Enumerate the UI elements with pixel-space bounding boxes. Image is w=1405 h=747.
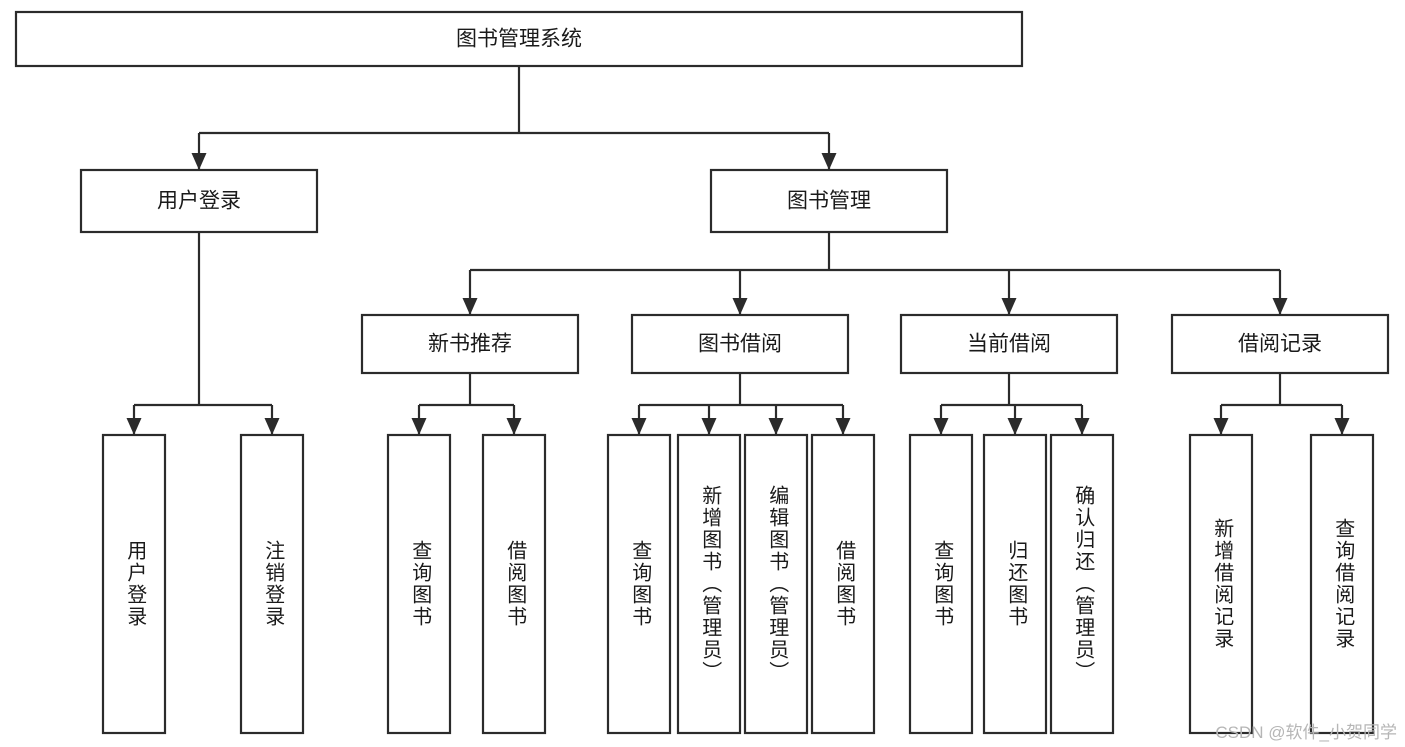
node-box[interactable]: [709, 168, 949, 234]
node-label: 查询图书: [408, 540, 431, 628]
node-label: 确认归还（管理员）: [1071, 485, 1094, 683]
node-leaf-user-login[interactable]: 用户登录: [101, 433, 167, 735]
node-label-wrap: 借阅图书: [503, 540, 526, 628]
arrow-head-icon: [264, 418, 280, 435]
arrow-head-icon: [506, 418, 522, 435]
arrow-head-icon: [1272, 298, 1288, 315]
node-label-wrap: 新增借阅记录: [1210, 518, 1233, 650]
arrow-head-icon: [768, 418, 784, 435]
node-label-wrap: 查询图书: [408, 540, 431, 628]
arrow-head-icon: [821, 153, 837, 170]
node-label: 用户登录: [123, 540, 146, 628]
node-box[interactable]: [810, 433, 876, 735]
node-box[interactable]: [386, 433, 452, 735]
node-box[interactable]: [982, 433, 1048, 735]
node-label: 归还图书: [1004, 540, 1027, 628]
node-box[interactable]: [101, 433, 167, 735]
node-book-borrow[interactable]: 图书借阅: [630, 313, 850, 375]
arrow-head-icon: [126, 418, 142, 435]
arrow-head-icon: [411, 418, 427, 435]
node-leaf-borrow-book-1[interactable]: 借阅图书: [481, 433, 547, 735]
node-box[interactable]: [630, 313, 850, 375]
node-label: 查询图书: [628, 540, 651, 628]
node-label-wrap: 归还图书: [1004, 540, 1027, 628]
node-borrow-record[interactable]: 借阅记录: [1170, 313, 1390, 375]
node-box[interactable]: [743, 433, 809, 735]
node-box[interactable]: [606, 433, 672, 735]
node-label: 借阅记录: [1238, 333, 1322, 356]
node-label: 注销登录: [261, 540, 284, 628]
node-leaf-edit-book[interactable]: 编辑图书（管理员）: [743, 433, 809, 735]
node-layer: 图书管理系统用户登录图书管理新书推荐图书借阅当前借阅借阅记录用户登录注销登录查询…: [14, 10, 1390, 735]
node-label: 借阅图书: [832, 540, 855, 628]
node-label-wrap: 查询图书: [628, 540, 651, 628]
node-label: 图书借阅: [698, 333, 782, 356]
node-label: 新书推荐: [428, 333, 512, 356]
node-box[interactable]: [14, 10, 1024, 68]
csdn-watermark: CSDN @软件_小贺同学: [1215, 723, 1397, 742]
node-label-wrap: 查询图书: [930, 540, 953, 628]
node-box[interactable]: [899, 313, 1119, 375]
node-leaf-confirm-return[interactable]: 确认归还（管理员）: [1049, 433, 1115, 735]
arrow-head-icon: [1074, 418, 1090, 435]
arrow-head-icon: [1007, 418, 1023, 435]
node-box[interactable]: [1049, 433, 1115, 735]
node-label-wrap: 用户登录: [123, 540, 146, 628]
node-box[interactable]: [481, 433, 547, 735]
node-leaf-borrow-book-2[interactable]: 借阅图书: [810, 433, 876, 735]
node-label: 图书管理: [787, 190, 871, 213]
arrow-head-icon: [462, 298, 478, 315]
node-label-wrap: 借阅图书: [832, 540, 855, 628]
node-label: 借阅图书: [503, 540, 526, 628]
node-user-login[interactable]: 用户登录: [79, 168, 319, 234]
node-label-wrap: 编辑图书（管理员）: [765, 485, 788, 683]
arrow-head-icon: [1334, 418, 1350, 435]
node-box[interactable]: [1188, 433, 1254, 735]
node-label: 编辑图书（管理员）: [765, 485, 788, 683]
node-label: 当前借阅: [967, 333, 1051, 356]
node-leaf-query-book-2[interactable]: 查询图书: [606, 433, 672, 735]
node-label-wrap: 注销登录: [261, 540, 284, 628]
arrow-head-icon: [701, 418, 717, 435]
node-box[interactable]: [79, 168, 319, 234]
node-new-book-recommend[interactable]: 新书推荐: [360, 313, 580, 375]
node-leaf-add-book[interactable]: 新增图书（管理员）: [676, 433, 742, 735]
arrow-head-icon: [732, 298, 748, 315]
node-leaf-return-book[interactable]: 归还图书: [982, 433, 1048, 735]
node-box[interactable]: [908, 433, 974, 735]
node-label: 用户登录: [157, 190, 241, 213]
arrow-head-icon: [835, 418, 851, 435]
node-label: 新增图书（管理员）: [698, 485, 721, 683]
node-label: 查询图书: [930, 540, 953, 628]
arrow-head-icon: [1001, 298, 1017, 315]
node-leaf-add-record[interactable]: 新增借阅记录: [1188, 433, 1254, 735]
node-label-wrap: 新增图书（管理员）: [698, 485, 721, 683]
node-current-borrow[interactable]: 当前借阅: [899, 313, 1119, 375]
node-leaf-query-book-3[interactable]: 查询图书: [908, 433, 974, 735]
node-label-wrap: 查询借阅记录: [1331, 518, 1354, 650]
arrow-head-icon: [631, 418, 647, 435]
connector-layer: [126, 66, 1350, 435]
node-leaf-user-logout[interactable]: 注销登录: [239, 433, 305, 735]
node-box[interactable]: [360, 313, 580, 375]
node-leaf-query-record[interactable]: 查询借阅记录: [1309, 433, 1375, 735]
node-box[interactable]: [1170, 313, 1390, 375]
arrow-head-icon: [191, 153, 207, 170]
node-book-manage[interactable]: 图书管理: [709, 168, 949, 234]
node-root[interactable]: 图书管理系统: [14, 10, 1024, 68]
arrow-head-icon: [1213, 418, 1229, 435]
node-label-wrap: 确认归还（管理员）: [1071, 485, 1094, 683]
node-label: 图书管理系统: [456, 28, 582, 51]
node-box[interactable]: [1309, 433, 1375, 735]
node-box[interactable]: [676, 433, 742, 735]
node-label: 新增借阅记录: [1210, 518, 1233, 650]
node-box[interactable]: [239, 433, 305, 735]
node-label: 查询借阅记录: [1331, 518, 1354, 650]
node-leaf-query-book-1[interactable]: 查询图书: [386, 433, 452, 735]
arrow-head-icon: [933, 418, 949, 435]
